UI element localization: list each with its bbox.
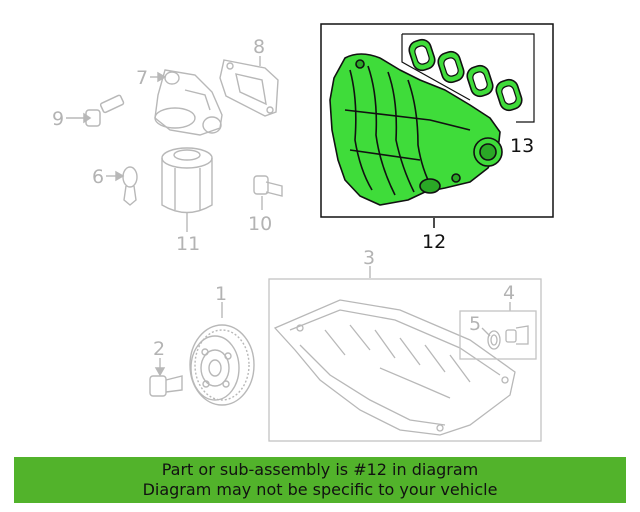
info-banner: Part or sub-assembly is #12 in diagram D… (14, 457, 626, 503)
part-4-drain-plug (505, 325, 529, 345)
callout-9: 9 (52, 108, 64, 130)
part-10-switch (253, 175, 283, 210)
part-3-oil-pan (273, 299, 516, 436)
part-7-filter-housing (150, 69, 223, 136)
part-8-gasket (219, 56, 279, 117)
banner-line-2: Diagram may not be specific to your vehi… (142, 480, 498, 499)
plug-kit-box (459, 310, 537, 360)
oil-pan-box (268, 278, 542, 442)
callout-13: 13 (510, 135, 534, 157)
part-12-intake-manifold (329, 53, 503, 206)
part-9-bolt (66, 94, 125, 127)
part-1-pulley (189, 302, 255, 406)
callout-5: 5 (469, 313, 481, 335)
part-11-oil-filter (161, 147, 213, 232)
callout-11: 11 (176, 233, 200, 255)
callout-4: 4 (503, 282, 515, 304)
part-6-sensor (106, 166, 138, 206)
callout-2: 2 (153, 338, 165, 360)
callout-1: 1 (215, 283, 227, 305)
banner-line-1: Part or sub-assembly is #12 in diagram (161, 460, 479, 479)
callout-12: 12 (422, 231, 446, 253)
callout-8: 8 (253, 36, 265, 58)
part-2-pulley-bolt (149, 358, 183, 397)
part-5-washer (481, 327, 501, 350)
parts-diagram: 9 7 8 6 11 10 (52, 23, 554, 442)
assembly-12-box (320, 23, 554, 218)
callout-10: 10 (248, 213, 272, 235)
callout-6: 6 (92, 166, 104, 188)
part-13-gasket-set (401, 33, 535, 123)
callout-3: 3 (363, 247, 375, 269)
callout-7: 7 (136, 67, 148, 89)
